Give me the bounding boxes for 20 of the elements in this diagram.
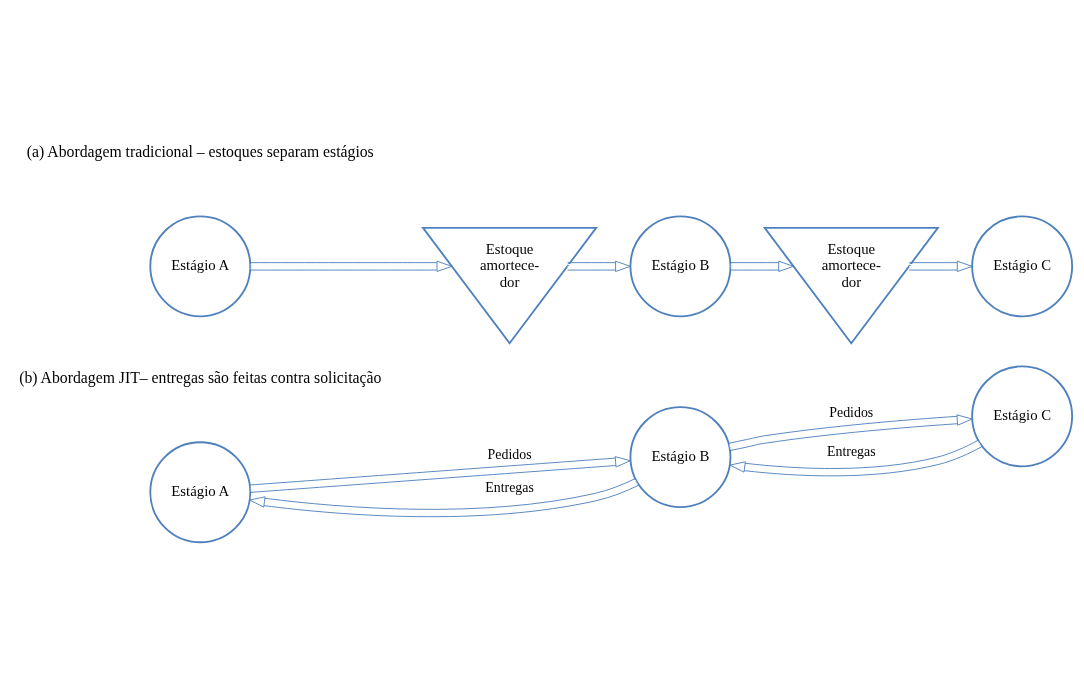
- edge-label: Entregas: [485, 479, 534, 495]
- edge-label: Pedidos: [487, 446, 532, 462]
- label: (a) Abordagem tradicional – estoques separam estágios: [26, 142, 374, 160]
- arrow: [729, 439, 983, 476]
- node-circle: Estágio A: [149, 214, 252, 317]
- arrow: [730, 260, 794, 272]
- node-circle: Estágio B: [629, 214, 732, 317]
- arrow: [249, 477, 639, 517]
- arrow: [567, 260, 631, 272]
- arrow: [908, 260, 973, 272]
- node-circle: Estágio C: [971, 214, 1074, 317]
- arrow: [728, 413, 973, 451]
- node-circle: Estágio A: [149, 440, 252, 543]
- edge-label: Pedidos: [829, 404, 874, 420]
- arrow: [249, 455, 631, 493]
- node-circle: Estágio C: [971, 364, 1074, 467]
- label: (b) Abordagem JIT– entregas são feitas contra solicitação: [19, 368, 382, 386]
- arrow: [250, 260, 453, 272]
- node-circle: Estágio B: [629, 405, 732, 508]
- edge-label: Entregas: [827, 443, 876, 459]
